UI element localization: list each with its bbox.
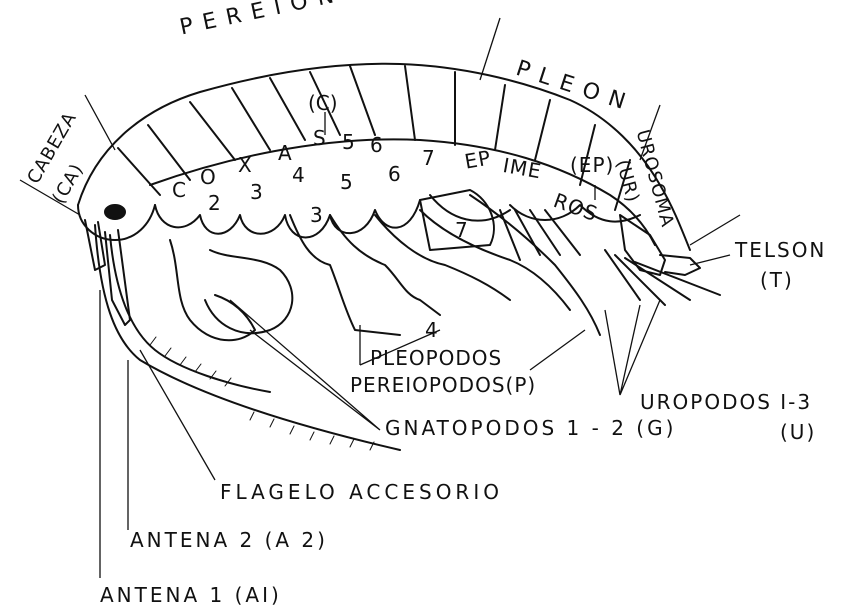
segment-top-6: 6	[370, 135, 383, 155]
flagelo-leader	[140, 350, 215, 480]
setae	[150, 337, 374, 450]
coxal-plates	[155, 200, 420, 238]
label-flagelo-accesorio: FLAGELO ACCESORIO	[220, 482, 503, 502]
pereiopod-4	[330, 215, 440, 315]
telson-leader	[690, 255, 730, 265]
coxa-number-4: 4	[292, 165, 305, 185]
label-ep-abbr: (EP)	[570, 155, 614, 175]
segment-top-7: 7	[422, 148, 435, 168]
label-antena-2: ANTENA 2 (A 2)	[130, 530, 328, 550]
gnathopod-1	[170, 240, 255, 340]
coxa-letter-c: C	[172, 180, 186, 200]
pereion-number-3: 3	[310, 205, 323, 225]
pereion-number-7: 7	[455, 220, 468, 240]
label-telson-abbr: (T)	[760, 270, 794, 290]
label-telson: TELSON	[735, 240, 826, 260]
uropods	[605, 250, 720, 305]
pereiopodos-leader	[530, 330, 585, 370]
urosoma-end-line	[690, 215, 740, 245]
label-pereiopodos: PEREIOPODOS(P)	[350, 375, 536, 395]
pereion-number-6: 6	[388, 164, 401, 184]
label-uropodos: UROPODOS I-3	[640, 392, 812, 412]
label-epimeros-ep: EP	[463, 147, 493, 171]
pereion-pleon-divider	[480, 18, 500, 80]
label-epimeros-ime: IME	[502, 155, 544, 181]
label-pereiopod-4: 4	[425, 320, 438, 340]
eye-icon	[105, 205, 125, 219]
coxa-letter-a: A	[278, 143, 292, 163]
label-antena-1: ANTENA 1 (AI)	[100, 585, 282, 605]
coxa-letter-x: X	[238, 155, 252, 175]
gnatopodos-leader	[230, 300, 380, 430]
coxa-number-2: 2	[208, 193, 221, 213]
coxa-number-3: 3	[250, 182, 263, 202]
label-uropodos-abbr: (U)	[780, 422, 816, 442]
label-coxa-c: (C)	[308, 93, 338, 113]
telson-outline	[660, 255, 700, 275]
label-pleopodos: PLEOPODOS	[370, 348, 502, 368]
pereiopod-6	[420, 210, 570, 310]
label-gnatopodos: GNATOPODOS 1 - 2 (G)	[385, 418, 676, 438]
coxa-letter-s: S	[313, 128, 326, 148]
pleopods	[500, 210, 580, 260]
pereion-number-5: 5	[340, 172, 353, 192]
segment-top-5: 5	[342, 132, 355, 152]
uropodos-leader	[605, 300, 660, 395]
coxa-letter-o: O	[200, 167, 216, 187]
